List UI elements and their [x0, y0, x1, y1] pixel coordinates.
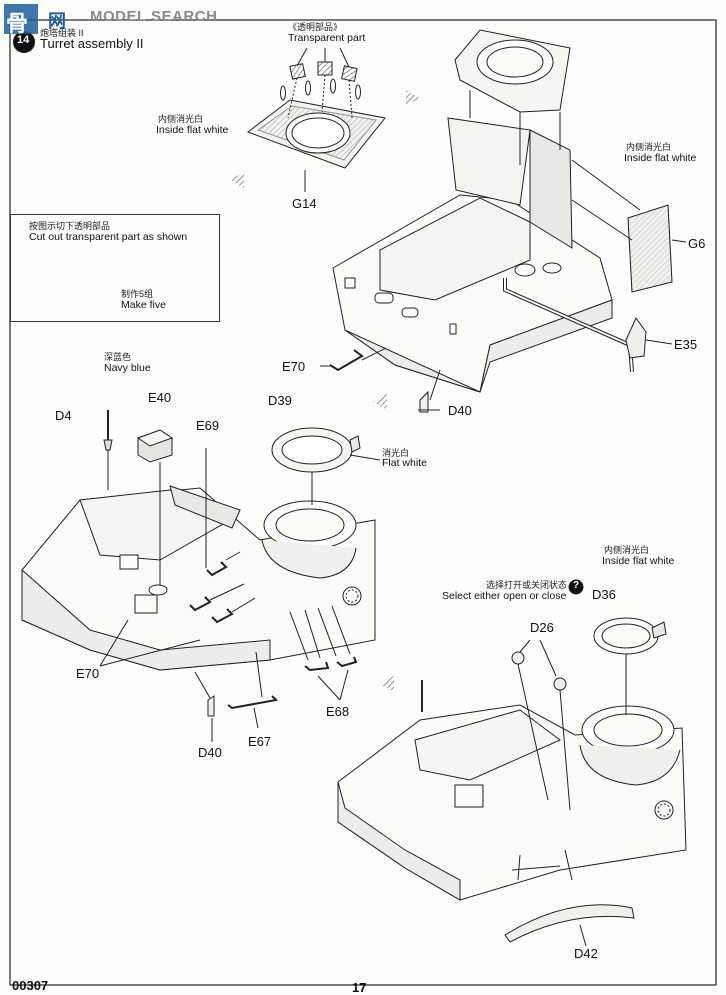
part-label-e70-mid: E70: [76, 666, 100, 681]
watermark-glyph-1: 骨: [6, 11, 29, 36]
part-label-d42: D42: [574, 946, 598, 961]
flat-white-label: Flat white: [382, 457, 427, 469]
part-label-d39: D39: [268, 393, 292, 408]
part-label-e70-top: E70: [282, 359, 306, 374]
middle-turret-assembly: [21, 410, 376, 717]
navy-blue-label: Navy blue: [104, 362, 151, 374]
part-label-d40-top: D40: [448, 403, 472, 418]
step-direction-arrows: [230, 90, 420, 692]
instruction-make-cn: 制作5组: [121, 289, 154, 299]
page-number: 17: [352, 980, 367, 995]
transparent-part-label-cn: 《透明部品》: [288, 22, 343, 32]
inside-flat-white-label-2: Inside flat white: [624, 152, 697, 164]
part-label-d36: D36: [592, 587, 616, 602]
part-label-e35: E35: [674, 337, 698, 352]
transparent-part-label: Transparent part: [288, 32, 366, 44]
select-open-close-label: Select either open or close: [442, 590, 567, 602]
catalog-code: 00307: [12, 978, 49, 993]
inside-flat-white-label: Inside flat white: [156, 124, 229, 136]
step-number: 14: [17, 34, 30, 46]
question-mark-glyph: ?: [573, 580, 580, 591]
watermark-logo-block: [4, 4, 38, 34]
page-frame: [9, 19, 717, 986]
lower-turret-leader-lines: [511, 639, 627, 947]
inside-flat-white-label-cn: 内侧消光白: [158, 114, 204, 124]
step-badge: [13, 31, 35, 53]
inside-flat-white-label-3-cn: 内侧消光白: [604, 545, 650, 555]
step-title-cn: 炮塔组装 II: [40, 28, 84, 38]
question-mark-icon: [568, 579, 584, 595]
part-label-e68: E68: [326, 704, 350, 719]
navy-blue-label-cn: 深蓝色: [104, 352, 132, 362]
part-label-g6: G6: [688, 236, 706, 251]
select-open-close-label-cn: 选择打开或关闭状态: [486, 580, 568, 590]
part-label-d26: D26: [530, 620, 554, 635]
part-label-d4: D4: [55, 408, 72, 423]
part-label-e67: E67: [248, 734, 272, 749]
middle-turret-leader-lines: [99, 448, 381, 742]
part-label-e69: E69: [196, 418, 220, 433]
g14-vision-block-assembly: [246, 47, 386, 192]
lower-turret-assembly: [337, 579, 687, 943]
flat-white-label-cn: 消光白: [382, 448, 410, 458]
instruction-make: Make five: [121, 299, 166, 311]
instruction-box: 按图示切下透明部品 Cut out transparent part as sh…: [10, 214, 220, 322]
watermark-glyph-2: 网: [48, 11, 67, 31]
watermark-text: MODEL SEARCH: [90, 8, 218, 25]
part-label-d40-mid: D40: [198, 745, 222, 760]
part-label-e40: E40: [148, 390, 172, 405]
part-label-g14: G14: [292, 196, 317, 211]
instruction-cut: Cut out transparent part as shown: [29, 231, 188, 243]
inside-flat-white-label-3: Inside flat white: [602, 555, 675, 567]
instruction-cut-cn: 按图示切下透明部品: [29, 221, 111, 231]
inside-flat-white-label-2-cn: 内侧消光白: [626, 142, 672, 152]
upper-turret-assembly: [329, 29, 673, 413]
upper-turret-leader-lines: [320, 90, 687, 411]
step-title: Turret assembly II: [40, 36, 144, 51]
